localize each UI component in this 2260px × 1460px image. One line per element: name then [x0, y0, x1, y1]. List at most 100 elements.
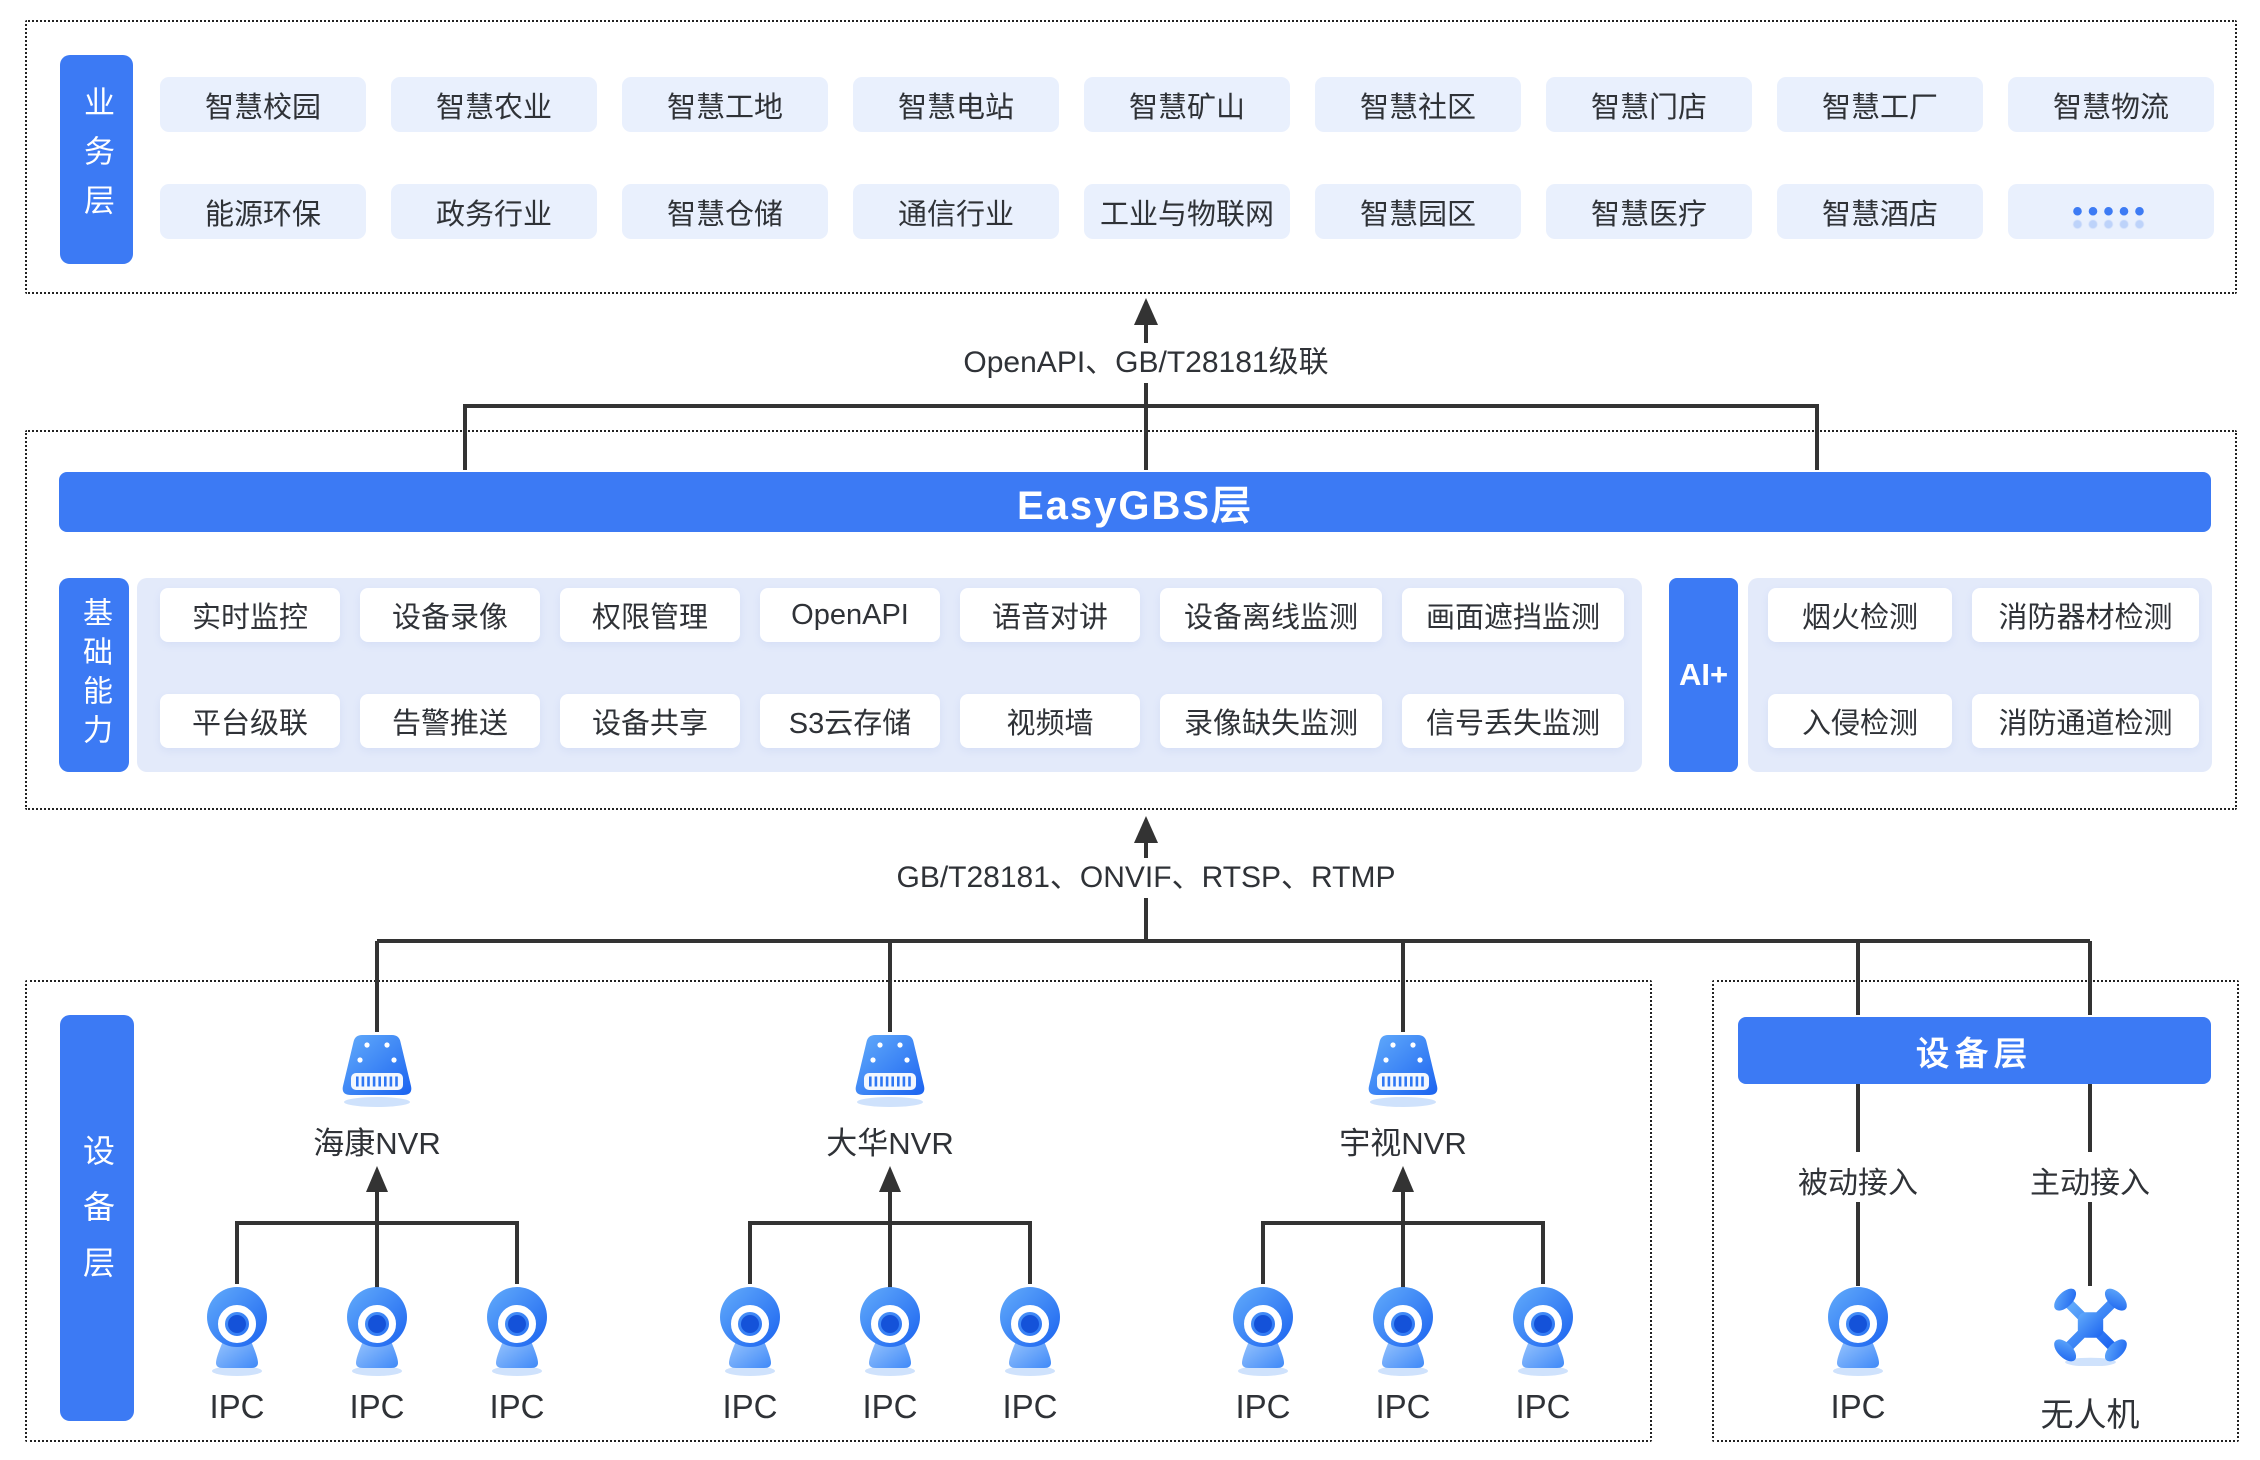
- ipc-label: IPC: [1515, 1388, 1571, 1425]
- ipc-label: IPC: [349, 1388, 405, 1425]
- business-chip: 智慧酒店: [1777, 184, 1983, 239]
- drone-label: 无人机: [2040, 1396, 2140, 1433]
- capabilities-panel: 实时监控 设备录像 权限管理 OpenAPI 语音对讲 设备离线监测 画面遮挡监…: [137, 578, 1642, 772]
- business-chip-more: •••••: [2008, 184, 2214, 239]
- ellipsis-dots: •••••: [2072, 194, 2150, 228]
- business-chip: 通信行业: [853, 184, 1059, 239]
- business-chip: 智慧工地: [622, 77, 828, 132]
- business-layer-box: 业务层 智慧校园 智慧农业 智慧工地 智慧电站 智慧矿山 智慧社区 智慧门店 智…: [25, 20, 2237, 294]
- passive-access-label: 被动接入: [1792, 1158, 1924, 1202]
- ipc-label: IPC: [722, 1388, 778, 1425]
- ipc-unit: IPC: [1367, 1284, 1439, 1426]
- ipc-label: IPC: [1375, 1388, 1431, 1425]
- ipc-label: IPC: [862, 1388, 918, 1425]
- ipc-unit: IPC: [714, 1284, 786, 1426]
- business-link-label: OpenAPI、GB/T28181级联: [949, 343, 1343, 383]
- ai-capability-chip: 烟火检测: [1768, 588, 1952, 642]
- ipc-label: IPC: [1002, 1388, 1058, 1425]
- ai-capability-chip: 消防器材检测: [1972, 588, 2199, 642]
- ipc-camera-icon: [714, 1284, 786, 1376]
- ipc-unit: IPC: [854, 1284, 926, 1426]
- business-layer-label-text: 业务层: [79, 86, 114, 233]
- capability-chip: 设备共享: [560, 694, 740, 748]
- business-layer-label: 业务层: [60, 55, 133, 264]
- ai-capability-chip: 入侵检测: [1768, 694, 1952, 748]
- capability-chip: 设备离线监测: [1160, 588, 1382, 642]
- capability-chip: 设备录像: [360, 588, 540, 642]
- ipc-label: IPC: [489, 1388, 545, 1425]
- ipc-camera-icon: [1367, 1284, 1439, 1376]
- up-arrow-icon: [1134, 816, 1158, 843]
- business-chip: 工业与物联网: [1084, 184, 1290, 239]
- nvr-name: 海康NVR: [313, 1126, 441, 1161]
- drone-icon: [2049, 1284, 2131, 1376]
- ipc-unit: IPC: [994, 1284, 1066, 1426]
- business-chip: 智慧电站: [853, 77, 1059, 132]
- ipc-label: IPC: [1235, 1388, 1291, 1425]
- ai-capability-chip: 消防通道检测: [1972, 694, 2199, 748]
- ai-row-2: 入侵检测 消防通道检测: [1768, 694, 2199, 748]
- ipc-camera-icon: [854, 1284, 926, 1376]
- nvr-name: 大华NVR: [826, 1126, 954, 1161]
- capabilities-row-2: 平台级联 告警推送 设备共享 S3云存储 视频墙 录像缺失监测 信号丢失监测: [160, 694, 1624, 748]
- capability-chip: 画面遮挡监测: [1402, 588, 1624, 642]
- capabilities-label: 基础能力: [59, 578, 129, 772]
- capability-chip: 实时监控: [160, 588, 340, 642]
- business-row-2: 能源环保 政务行业 智慧仓储 通信行业 工业与物联网 智慧园区 智慧医疗 智慧酒…: [160, 184, 2214, 239]
- capability-chip: 语音对讲: [960, 588, 1140, 642]
- device-layer-label: 设备层: [60, 1015, 134, 1421]
- ipc-camera-icon: [1227, 1284, 1299, 1376]
- active-access-label: 主动接入: [2024, 1158, 2156, 1202]
- ipc-camera-icon: [341, 1284, 413, 1376]
- up-arrow-icon: [1134, 298, 1158, 325]
- ipc-camera-icon: [481, 1284, 553, 1376]
- ai-panel: 烟火检测 消防器材检测 入侵检测 消防通道检测: [1748, 578, 2212, 772]
- capability-chip: 告警推送: [360, 694, 540, 748]
- nvr-icon: [848, 1032, 932, 1108]
- capability-chip: 平台级联: [160, 694, 340, 748]
- capability-chip: 信号丢失监测: [1402, 694, 1624, 748]
- capability-chip: 录像缺失监测: [1160, 694, 1382, 748]
- capability-chip: S3云存储: [760, 694, 940, 748]
- capability-chip: 视频墙: [960, 694, 1140, 748]
- business-chip: 智慧仓储: [622, 184, 828, 239]
- ipc-unit: IPC: [201, 1284, 273, 1426]
- capability-chip: OpenAPI: [760, 588, 940, 642]
- ipc-camera-icon: [1507, 1284, 1579, 1376]
- capabilities-label-text: 基础能力: [78, 597, 111, 753]
- nvr-icon: [1361, 1032, 1445, 1108]
- capabilities-row-1: 实时监控 设备录像 权限管理 OpenAPI 语音对讲 设备离线监测 画面遮挡监…: [160, 588, 1624, 642]
- ai-row-1: 烟火检测 消防器材检测: [1768, 588, 2199, 642]
- business-chip: 智慧工厂: [1777, 77, 1983, 132]
- ipc-label: IPC: [1830, 1388, 1886, 1425]
- business-chip: 能源环保: [160, 184, 366, 239]
- business-chip: 智慧农业: [391, 77, 597, 132]
- business-chip: 智慧社区: [1315, 77, 1521, 132]
- nvr-name: 宇视NVR: [1339, 1126, 1467, 1161]
- business-chip: 智慧物流: [2008, 77, 2214, 132]
- business-chip: 智慧医疗: [1546, 184, 1752, 239]
- ipc-label: IPC: [209, 1388, 265, 1425]
- device-layer-right-box: 设备层: [1712, 980, 2239, 1442]
- device-layer-banner: 设备层: [1738, 1017, 2211, 1084]
- ipc-unit: IPC: [341, 1284, 413, 1426]
- business-chip: 智慧园区: [1315, 184, 1521, 239]
- platform-layer-box: EasyGBS层 基础能力 实时监控 设备录像 权限管理 OpenAPI 语音对…: [25, 430, 2237, 810]
- ipc-camera-icon: [201, 1284, 273, 1376]
- ipc-unit: IPC: [1507, 1284, 1579, 1426]
- ipc-unit: IPC: [481, 1284, 553, 1426]
- device-link-label: GB/T28181、ONVIF、RTSP、RTMP: [882, 858, 1410, 898]
- ipc-camera-icon: [994, 1284, 1066, 1376]
- drone-unit: 无人机: [2041, 1284, 2140, 1436]
- business-chip: 政务行业: [391, 184, 597, 239]
- ipc-camera-icon: [1822, 1284, 1894, 1376]
- business-chip: 智慧门店: [1546, 77, 1752, 132]
- business-chip: 智慧校园: [160, 77, 366, 132]
- business-chip: 智慧矿山: [1084, 77, 1290, 132]
- business-row-1: 智慧校园 智慧农业 智慧工地 智慧电站 智慧矿山 智慧社区 智慧门店 智慧工厂 …: [160, 77, 2214, 132]
- capability-chip: 权限管理: [560, 588, 740, 642]
- ai-plus-label: AI+: [1669, 578, 1738, 772]
- ipc-unit: IPC: [1822, 1284, 1894, 1426]
- device-layer-label-text: 设备层: [79, 1134, 115, 1302]
